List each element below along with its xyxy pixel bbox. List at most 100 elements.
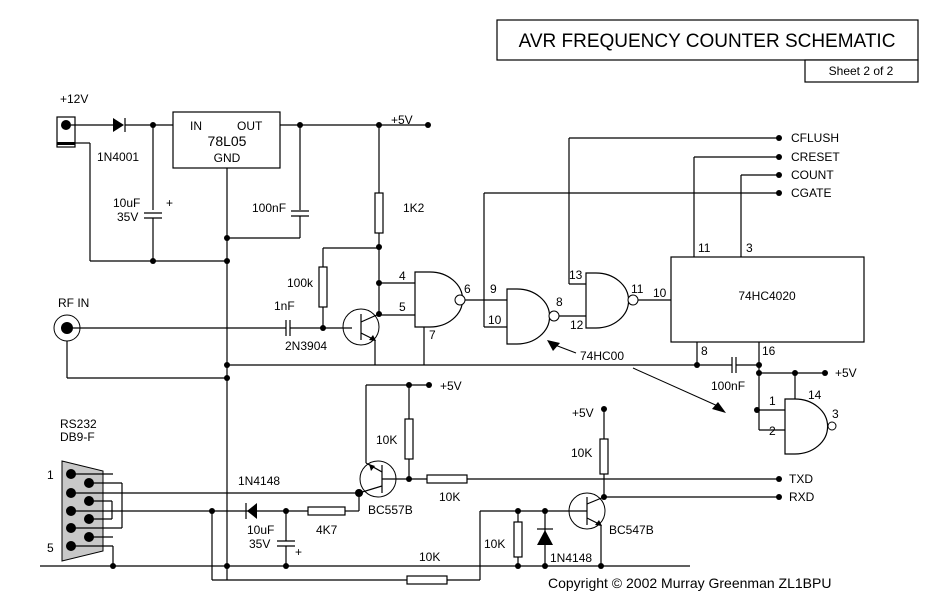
bias-resistor-label: 100k bbox=[287, 276, 314, 290]
npn-base-resistor-label: 10K bbox=[484, 537, 505, 551]
title-box bbox=[496, 19, 919, 61]
gates-chip-label: 74HC00 bbox=[580, 349, 624, 363]
signal-txd: TXD bbox=[789, 472, 813, 486]
gate4-pin-b: 2 bbox=[769, 424, 776, 438]
regulator-pin-in: IN bbox=[190, 119, 202, 133]
nand-gate-2-icon bbox=[506, 288, 551, 345]
db9-pin-first: 1 bbox=[47, 468, 54, 482]
creset-terminal bbox=[776, 154, 782, 160]
counter-pin-reset: 11 bbox=[698, 241, 711, 255]
feedback-resistor-label: 10K bbox=[419, 550, 440, 564]
signal-cflush: CFLUSH bbox=[791, 131, 839, 145]
input-cap-value: 10uF bbox=[113, 196, 140, 210]
pnp-rail-label: +5V bbox=[440, 379, 462, 393]
input-cap-polarity: + bbox=[166, 196, 173, 210]
arrow-icon bbox=[547, 340, 560, 351]
base-resistor-icon bbox=[307, 506, 346, 516]
npn-base-resistor-icon bbox=[513, 521, 523, 558]
pnp-series-label: 10K bbox=[439, 490, 460, 504]
pnp-pullup-resistor-icon bbox=[404, 418, 414, 460]
diode-1n4148-npn-icon bbox=[537, 530, 553, 545]
gate2-pin-b: 10 bbox=[488, 313, 502, 327]
rs232-cap-voltage: 35V bbox=[249, 537, 270, 551]
feedback-resistor-icon bbox=[406, 575, 448, 585]
rs232-cap-polarity: + bbox=[295, 545, 302, 559]
counter-chip-name: 74HC4020 bbox=[738, 289, 796, 303]
npn-pullup-label: 10K bbox=[571, 446, 592, 460]
counter-chip bbox=[670, 256, 865, 343]
npn-pullup-resistor-icon bbox=[599, 438, 609, 475]
txd-terminal bbox=[776, 476, 782, 482]
diode-1n4148-icon bbox=[247, 503, 257, 519]
power-supply: +12V 1N4001 10uF 35V + IN OUT 78L05 GND bbox=[56, 92, 431, 580]
input-cap-voltage: 35V bbox=[117, 210, 138, 224]
gate2-pin-out: 8 bbox=[556, 295, 563, 309]
base-resistor-label: 4K7 bbox=[316, 523, 338, 537]
title-block: AVR FREQUENCY COUNTER SCHEMATIC Sheet 2 … bbox=[496, 19, 919, 83]
gate1-pin-b: 5 bbox=[399, 300, 406, 314]
gate1-pin-gnd: 7 bbox=[429, 328, 436, 342]
signal-creset: CRESET bbox=[791, 150, 840, 164]
gate4-pin-vcc: 14 bbox=[808, 388, 822, 402]
transistor-2n3904-icon bbox=[342, 308, 380, 346]
collector-resistor-icon bbox=[374, 192, 384, 234]
counter-rail-terminal bbox=[822, 370, 828, 376]
rs232-label-1: RS232 bbox=[60, 417, 97, 431]
coupling-cap-label: 1nF bbox=[274, 299, 295, 313]
schematic-title: AVR FREQUENCY COUNTER SCHEMATIC bbox=[519, 31, 896, 52]
regulator-pin-out: OUT bbox=[237, 119, 263, 133]
gate3-pin-b: 12 bbox=[570, 318, 584, 332]
nand-gate-3-icon bbox=[585, 272, 630, 329]
regulator-78l05 bbox=[172, 111, 281, 169]
counter-74hc4020: 74HC4020 11 3 8 16 100nF +5V bbox=[670, 241, 865, 430]
gate1-pin-out: 6 bbox=[464, 282, 471, 296]
regulator-name: 78L05 bbox=[208, 133, 247, 149]
rail-5v-terminal bbox=[425, 122, 431, 128]
pnp-pullup-label: 10K bbox=[376, 433, 397, 447]
counter-rail-label: +5V bbox=[835, 366, 857, 380]
gate4-pin-a: 1 bbox=[769, 394, 776, 408]
power-input-label: +12V bbox=[60, 92, 88, 106]
signal-rxd: RXD bbox=[789, 490, 815, 504]
rxd-terminal bbox=[776, 494, 782, 500]
rs232-section: RS232 DB9-F 1 5 10K 1N4148 bbox=[40, 379, 815, 585]
copyright: Copyright © 2002 Murray Greenman ZL1BPU bbox=[548, 575, 831, 591]
counter-pin-q: 3 bbox=[746, 241, 753, 255]
transistor-2n3904-label: 2N3904 bbox=[285, 339, 327, 353]
diode-1n4001-label: 1N4001 bbox=[97, 150, 139, 164]
rs232-label-2: DB9-F bbox=[60, 430, 95, 444]
counter-pin-vcc: 16 bbox=[762, 344, 776, 358]
nand-gate-4: 1 2 14 3 bbox=[754, 373, 839, 455]
transistor-bc547b-label: BC547B bbox=[609, 523, 654, 537]
regulator-output-cap: 100nF bbox=[252, 201, 286, 215]
npn-diode-label: 1N4148 bbox=[550, 551, 592, 565]
arrow-icon bbox=[712, 402, 726, 413]
rs232-cap-value: 10uF bbox=[247, 523, 274, 537]
signal-lines: CFLUSH CRESET COUNT CGATE bbox=[484, 131, 840, 257]
rail-5v-label: +5V bbox=[391, 113, 413, 127]
counter-pin-clk: 10 bbox=[653, 286, 667, 300]
db9-pin-last: 5 bbox=[47, 541, 54, 555]
pnp-series-resistor-icon bbox=[426, 474, 468, 484]
bias-resistor-icon bbox=[318, 266, 328, 308]
chip-annotation: 74HC00 bbox=[547, 340, 726, 413]
count-terminal bbox=[776, 172, 782, 178]
cflush-terminal bbox=[776, 135, 782, 141]
npn-rail-label: +5V bbox=[572, 406, 594, 420]
nand-gate-4-icon bbox=[784, 398, 829, 455]
gate3-pin-a: 13 bbox=[569, 268, 583, 282]
cgate-terminal bbox=[776, 190, 782, 196]
diode-1n4001-icon bbox=[113, 118, 124, 132]
nand-gate-2: 9 10 8 bbox=[465, 193, 563, 345]
signal-cgate: CGATE bbox=[791, 186, 831, 200]
rf-input-stage: RF IN 1nF 100k 1K2 2N3904 bbox=[53, 125, 697, 381]
diode-1n4148-label: 1N4148 bbox=[238, 474, 280, 488]
collector-resistor-label: 1K2 bbox=[403, 201, 425, 215]
gate1-pin-a: 4 bbox=[399, 269, 406, 283]
sheet-box bbox=[804, 59, 919, 83]
gate3-pin-out: 11 bbox=[631, 282, 644, 296]
signal-count: COUNT bbox=[791, 168, 834, 182]
transistor-bc557b-label: BC557B bbox=[368, 503, 413, 517]
nand-gate-3: 13 12 11 10 bbox=[559, 138, 671, 332]
